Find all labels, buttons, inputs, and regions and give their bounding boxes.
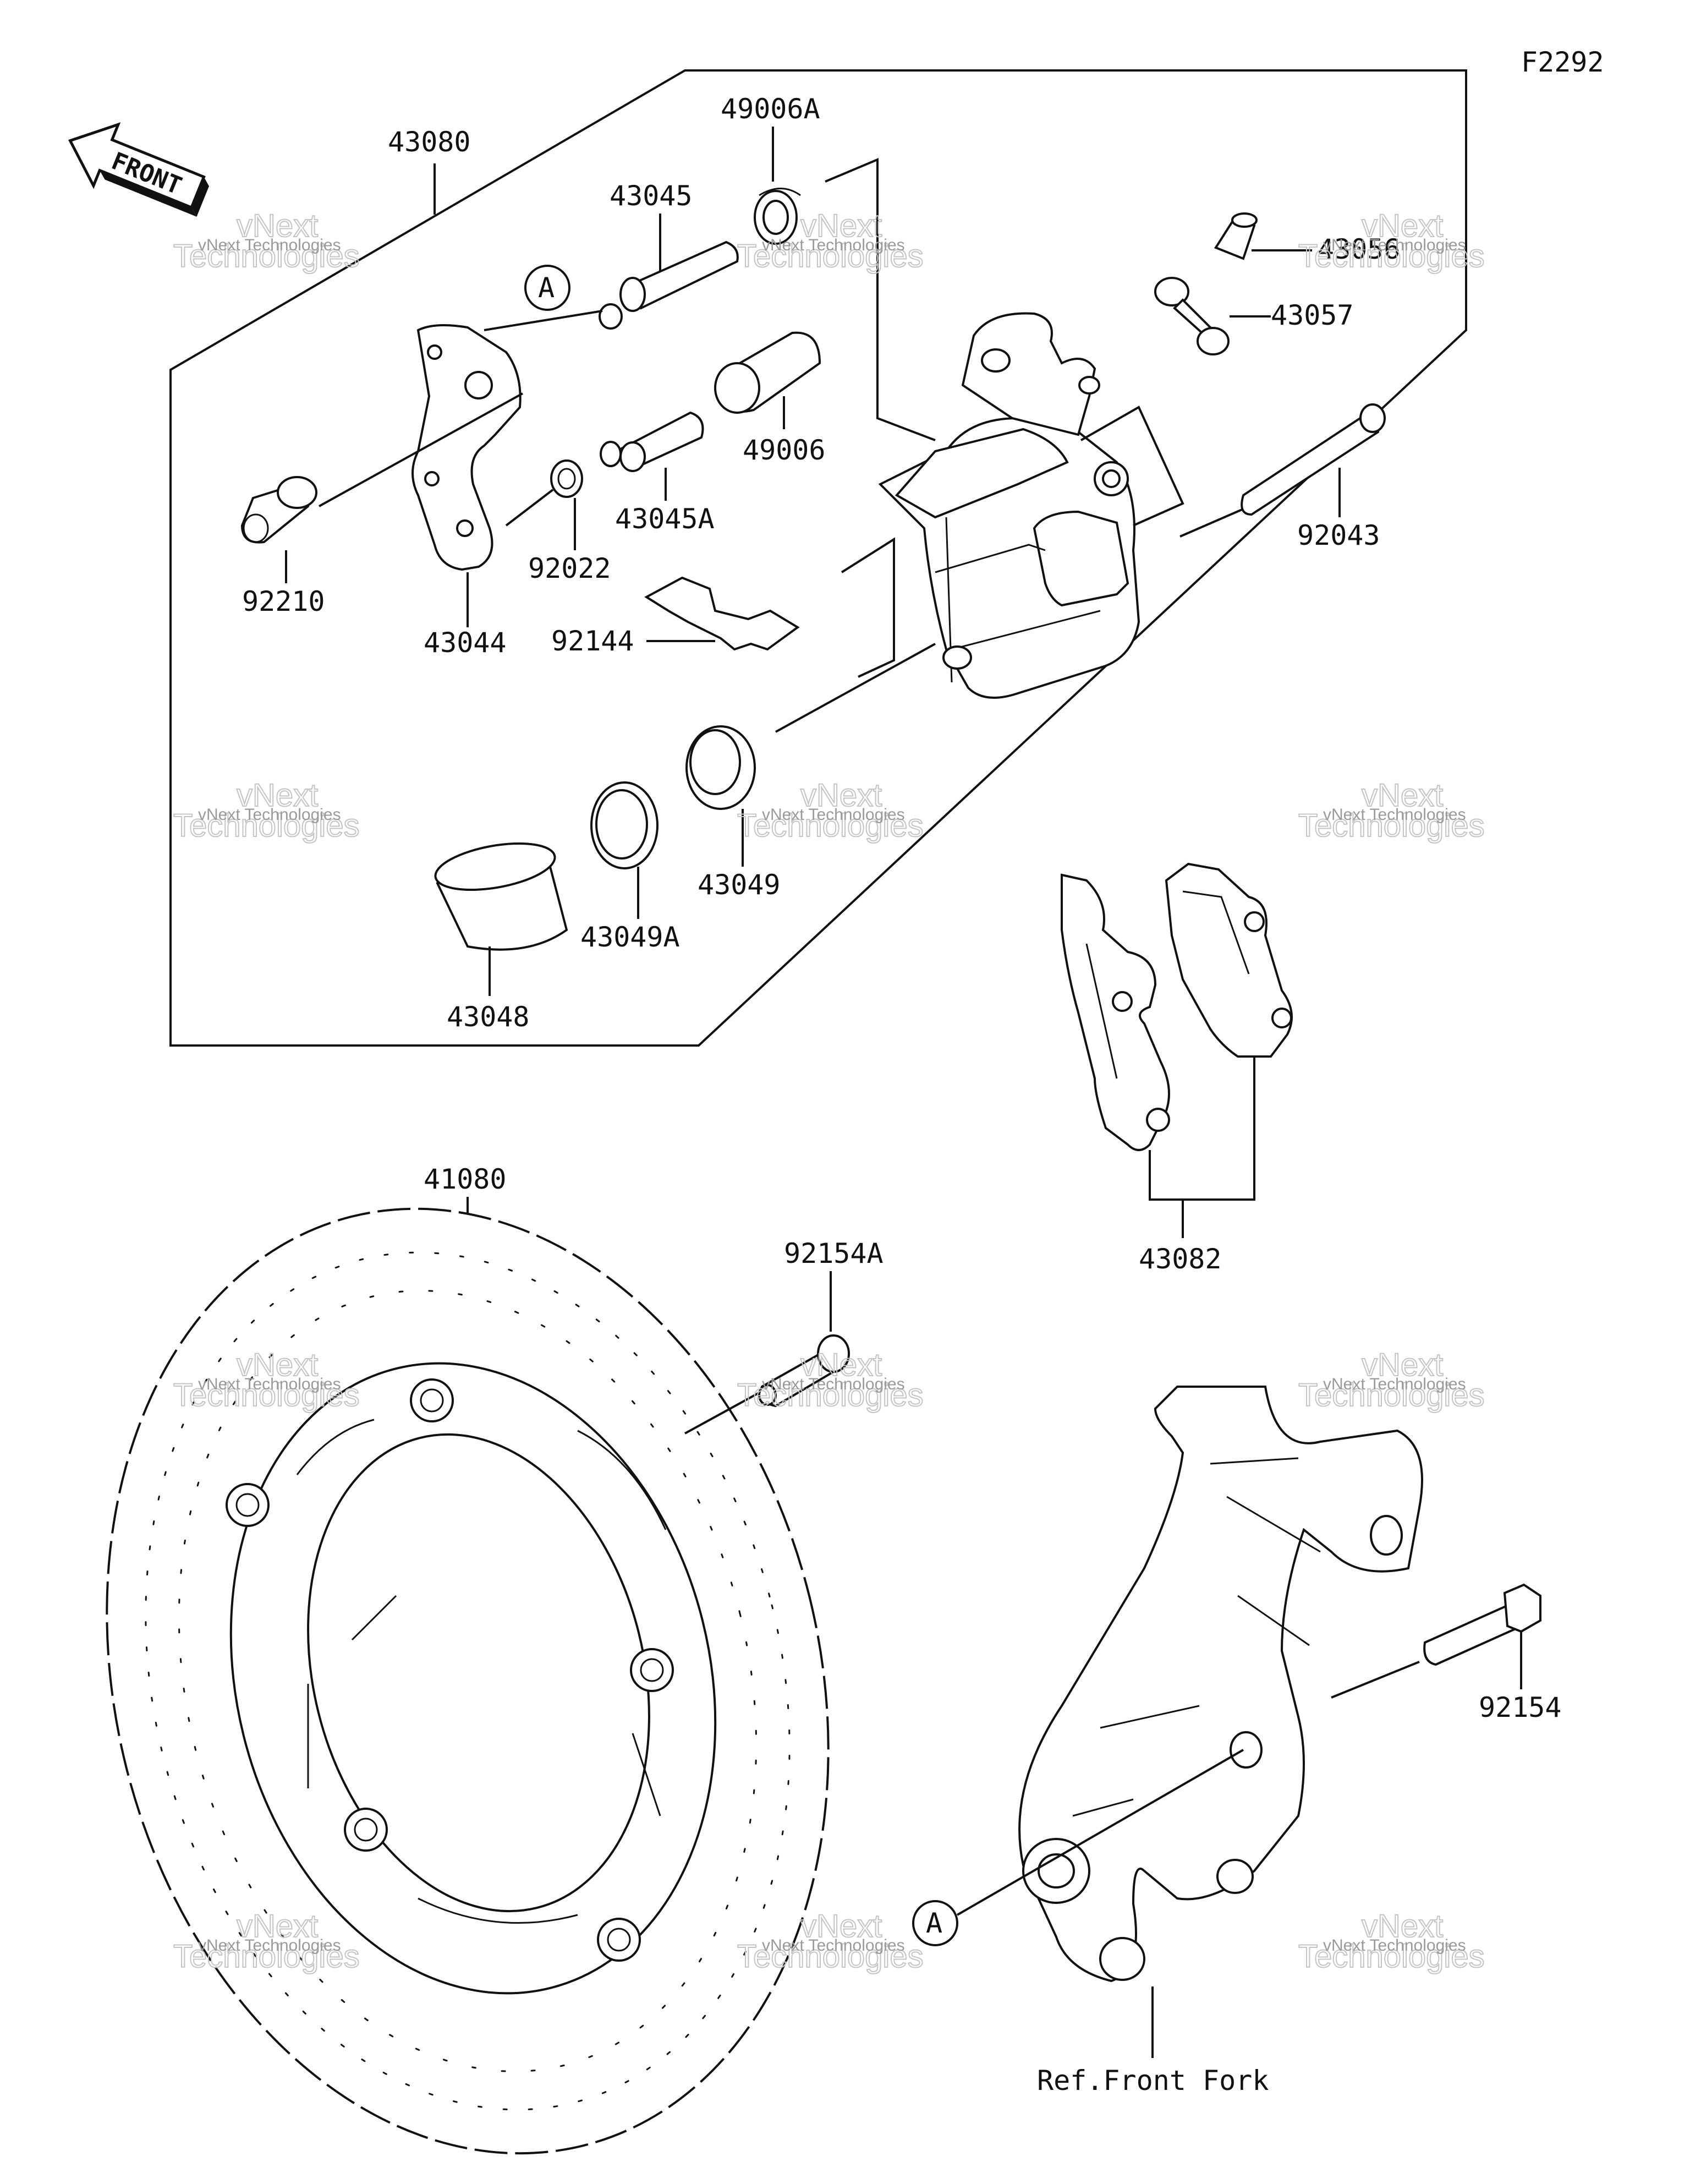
part-43045A-pin: [600, 411, 704, 472]
part-43045-pin: [599, 240, 739, 330]
front-arrow-icon: FRONT: [68, 122, 209, 217]
label-92154: 92154: [1479, 1692, 1562, 1723]
reference-marker-a-bottom: [912, 1900, 958, 1946]
part-49006-boot: [714, 331, 821, 414]
label-92210: 92210: [242, 585, 325, 617]
label-92022: 92022: [528, 552, 611, 584]
part-front-fork: [1018, 1386, 1423, 1983]
part-92210-sleeve: [240, 476, 317, 544]
label-92154A: 92154A: [784, 1238, 884, 1269]
part-43082-pad-right: [1165, 862, 1293, 1058]
part-41080-brake-disc: [106, 1207, 830, 2155]
part-43049A-seal: [590, 781, 659, 869]
label-43082: 43082: [1139, 1243, 1222, 1275]
part-92154-bolt: [1423, 1583, 1541, 1666]
label-43048: 43048: [447, 1001, 530, 1033]
label-92144: 92144: [551, 625, 634, 657]
label-43045: 43045: [610, 180, 693, 212]
reference-marker-a-top: [524, 265, 570, 311]
part-92144-clip: [644, 576, 800, 651]
label-43045A: 43045A: [615, 503, 715, 535]
part-43056-bleeder: [1214, 212, 1258, 260]
part-43044-bracket: [411, 324, 522, 571]
reference-marker-a-top-label: A: [538, 272, 555, 304]
part-43082-pad-left: [1061, 873, 1170, 1151]
part-43048-piston: [434, 842, 568, 951]
label-43044: 43044: [424, 627, 507, 659]
part-92043-pin: [1241, 403, 1386, 516]
label-41080: 41080: [424, 1163, 507, 1195]
label-43057: 43057: [1271, 299, 1354, 331]
part-92022-washer: [550, 459, 583, 498]
reference-marker-a-bottom-label: A: [926, 1907, 942, 1939]
label-43049: 43049: [698, 869, 781, 901]
label-49006A: 49006A: [721, 93, 820, 125]
part-49006A-boot: [754, 188, 801, 245]
label-43080: 43080: [388, 126, 471, 158]
diagram-code: F2292: [1521, 46, 1604, 78]
caliper-assembly-box: [169, 69, 1467, 1047]
label-92043: 92043: [1297, 519, 1380, 551]
ref-front-fork-label: Ref.Front Fork: [1037, 2065, 1269, 2097]
part-43057-cap: [1154, 277, 1230, 355]
label-43049A: 43049A: [580, 921, 680, 953]
label-49006: 49006: [743, 434, 826, 466]
part-caliper-body: [878, 312, 1140, 699]
part-43049-seal: [685, 725, 756, 810]
